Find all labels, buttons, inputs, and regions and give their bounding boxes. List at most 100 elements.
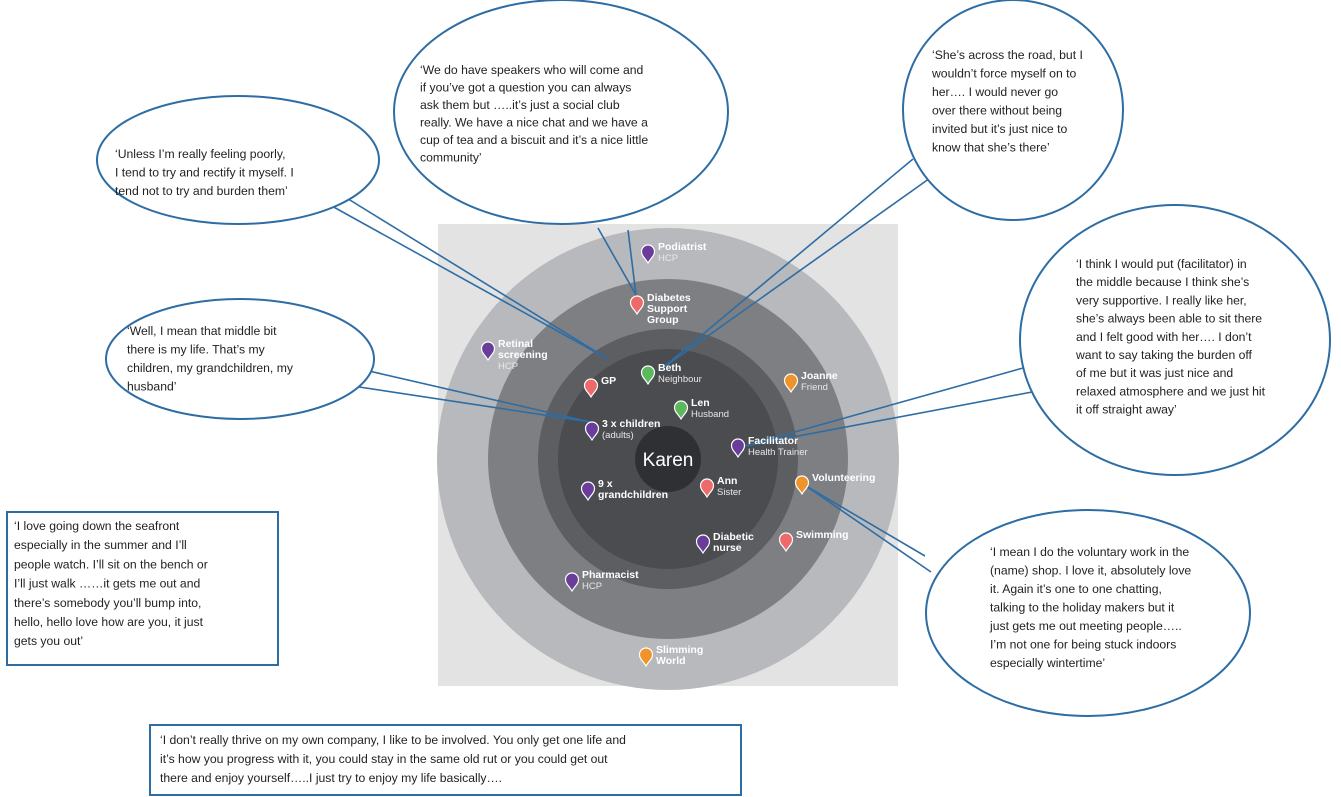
node-label: Podiatrist xyxy=(658,241,707,253)
callout-road-bubble xyxy=(902,0,1124,221)
quote-line: husband’ xyxy=(127,380,176,394)
network-node: Swimming xyxy=(778,529,849,553)
map-pin-icon xyxy=(580,481,596,502)
quote-line: and I felt good with her…. I don’t xyxy=(1076,330,1252,344)
map-pin-icon xyxy=(699,478,715,499)
node-sublabel: Sister xyxy=(717,487,741,498)
quote-line: want to say taking the burden off xyxy=(1075,348,1253,362)
quote-line: especially in the summer and I’ll xyxy=(14,538,187,552)
callout-voluntary-bubble xyxy=(925,509,1251,717)
quote-line: the middle because I think she’s xyxy=(1076,275,1249,289)
map-pin-icon xyxy=(564,572,580,593)
node-sublabel: Husband xyxy=(691,409,729,420)
quote-line: gets you out’ xyxy=(14,634,83,648)
quote-line: her…. I would never go xyxy=(932,85,1058,99)
center-circle xyxy=(635,426,701,492)
quote-line: very supportive. I really like her, xyxy=(1076,293,1247,307)
node-label: Len xyxy=(691,397,710,409)
quote-line: (name) shop. I love it, absolutely love xyxy=(990,564,1191,578)
map-pin-icon xyxy=(640,365,656,386)
node-label: Ann xyxy=(717,475,737,487)
quote-line: invited but it’s just nice to xyxy=(932,122,1067,136)
quote-line: ‘Well, I mean that middle bit xyxy=(127,324,277,338)
quote-line: really. We have a nice chat and we have … xyxy=(420,116,648,130)
quote-line: I’m not one for being stuck indoors xyxy=(990,638,1176,652)
quote-line: talking to the holiday makers but it xyxy=(990,601,1175,615)
quote-line: just gets me out meeting people….. xyxy=(989,619,1182,633)
map-pin-icon xyxy=(783,373,799,394)
quote-line: ‘I think I would put (facilitator) in xyxy=(1076,257,1247,271)
quote-seafront: ‘I love going down the seafrontespeciall… xyxy=(14,519,208,648)
quote-line: people watch. I’ll sit on the bench or xyxy=(14,557,208,571)
map-pin-icon xyxy=(629,295,645,316)
quote-line: community’ xyxy=(420,151,482,165)
map-pin-icon xyxy=(583,378,599,399)
quote-line: it off straight away’ xyxy=(1076,403,1177,417)
quote-voluntary: ‘I mean I do the voluntary work in the (n… xyxy=(989,545,1191,670)
center-name: Karen xyxy=(643,450,694,471)
map-pin-icon xyxy=(638,647,654,668)
node-label: GP xyxy=(601,375,616,387)
quote-line: I tend to try and rectify it myself. I xyxy=(115,166,294,180)
quote-line: cup of tea and a biscuit and it’s a nice… xyxy=(420,133,648,147)
quote-line: ‘I mean I do the voluntary work in the xyxy=(990,545,1189,559)
map-pin-icon xyxy=(480,341,496,362)
quote-line: it. Again it’s one to one chatting, xyxy=(990,582,1162,596)
map-pin-icon xyxy=(695,534,711,555)
callout-bubbles xyxy=(96,0,1331,717)
connector-lines xyxy=(329,158,1033,573)
node-sublabel: HCP xyxy=(658,253,678,264)
quote-line: children, my grandchildren, my xyxy=(127,361,294,375)
quote-line: ask them but …..it’s just a social club xyxy=(420,98,620,112)
quote-line: especially wintertime’ xyxy=(990,656,1105,670)
quote-line: it’s how you progress with it, you could… xyxy=(160,752,608,766)
callout-facilitator-bubble xyxy=(1019,204,1331,476)
network-node: GP xyxy=(583,375,616,399)
node-sublabel: (adults) xyxy=(602,430,634,441)
node-label: Pharmacist xyxy=(582,569,639,581)
network-node: 3 x children(adults) xyxy=(584,418,660,442)
quote-line: if you’ve got a question you can always xyxy=(420,81,631,95)
node-label: Beth xyxy=(658,362,681,374)
map-pin-icon xyxy=(730,438,746,459)
quote-thrive: ‘I don’t really thrive on my own company… xyxy=(160,733,626,785)
network-node: Volunteering xyxy=(794,472,875,496)
node-label: Swimming xyxy=(796,529,849,541)
quote-facilitator: ‘I think I would put (facilitator) in the… xyxy=(1075,257,1266,417)
callout-speakers-bubble xyxy=(393,0,729,225)
node-label: 3 x children xyxy=(602,418,660,430)
callout-poorly-bubble xyxy=(96,95,380,225)
map-pin-icon xyxy=(584,421,600,442)
quote-line: over there without being xyxy=(932,104,1062,118)
quote-line: relaxed atmosphere and we just hit xyxy=(1076,384,1266,398)
quote-line: of me but it was just nice and xyxy=(1076,366,1233,380)
quote-line: she’s always been able to sit there xyxy=(1076,312,1262,326)
node-label: Joanne xyxy=(801,370,838,382)
quote-line: ‘We do have speakers who will come and xyxy=(420,63,643,77)
quote-line: there and enjoy yourself…..I just try to… xyxy=(160,771,502,785)
quote-line: wouldn’t force myself on to xyxy=(931,67,1077,81)
quote-poorly: ‘Unless I’m really feeling poorly,I tend… xyxy=(115,147,294,198)
callout-thrive-box xyxy=(149,724,742,796)
node-sublabel: Friend xyxy=(801,382,828,393)
quote-line: know that she’s there’ xyxy=(932,141,1050,155)
quote-line: hello, hello love how are you, it just xyxy=(14,615,204,629)
quote-line: tend not to try and burden them’ xyxy=(115,184,288,198)
